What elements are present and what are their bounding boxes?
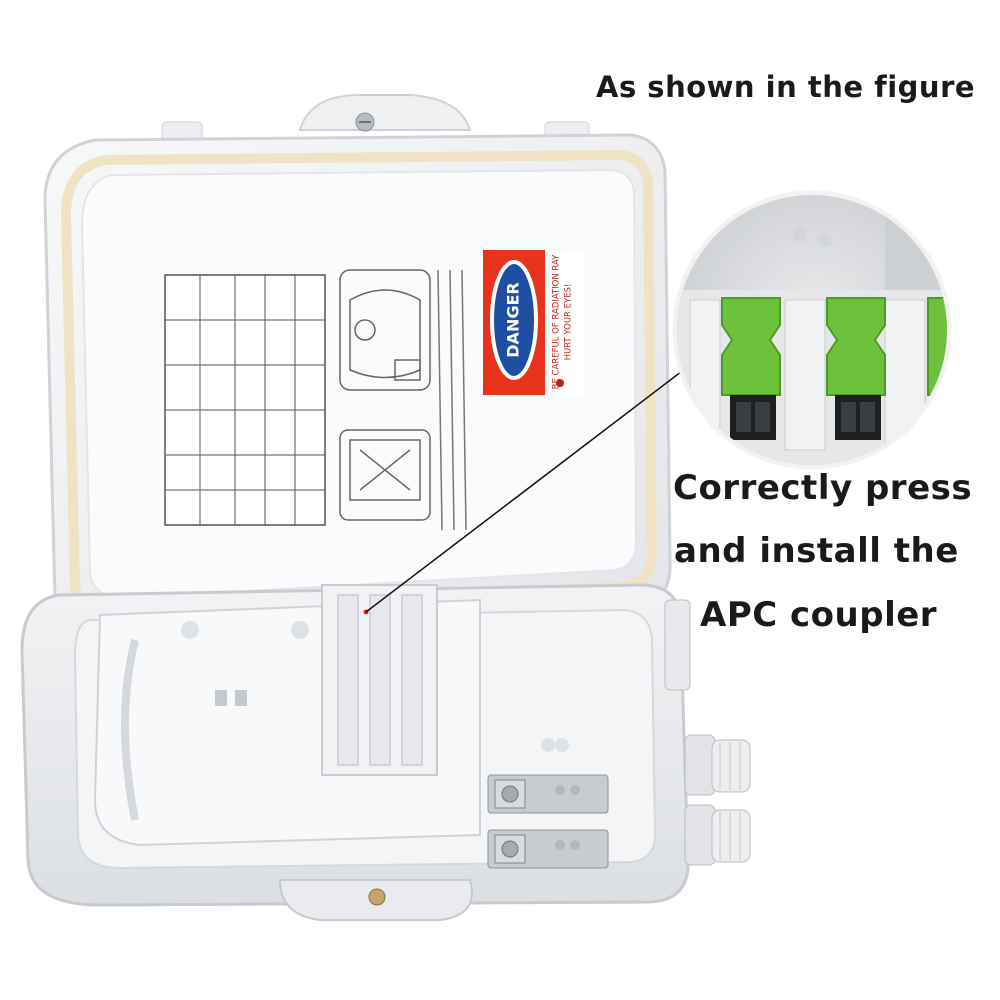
danger-title: DANGER (504, 282, 523, 357)
danger-warning-label: DANGER BE CAREFUL OF RADIATION RAY HURT … (483, 250, 583, 395)
caption-line-2: and install the (674, 531, 959, 571)
zoom-detail-circle (672, 190, 952, 470)
enclosure-base (20, 583, 751, 921)
cable-record-table (164, 274, 326, 526)
danger-line-1: BE CAREFUL OF RADIATION RAY (552, 254, 562, 390)
danger-oval-icon (490, 260, 538, 380)
caption-line-3: APC coupler (700, 595, 938, 635)
caption-line-1: Correctly press (673, 468, 973, 508)
enclosure-lid: DANGER BE CAREFUL OF RADIATION RAY HURT … (43, 94, 672, 642)
cable-gland-upper (684, 734, 751, 796)
installation-diagram (339, 269, 431, 521)
danger-line-2: HURT YOUR EYES! (564, 284, 574, 361)
cable-clamp-upper (487, 774, 609, 814)
callout-line (365, 364, 691, 613)
cable-gland-lower (684, 804, 751, 866)
laser-warning-icon (556, 379, 564, 387)
caption-top: As shown in the figure (596, 70, 976, 104)
instruction-text (437, 269, 467, 531)
cable-clamp-lower (487, 829, 609, 869)
